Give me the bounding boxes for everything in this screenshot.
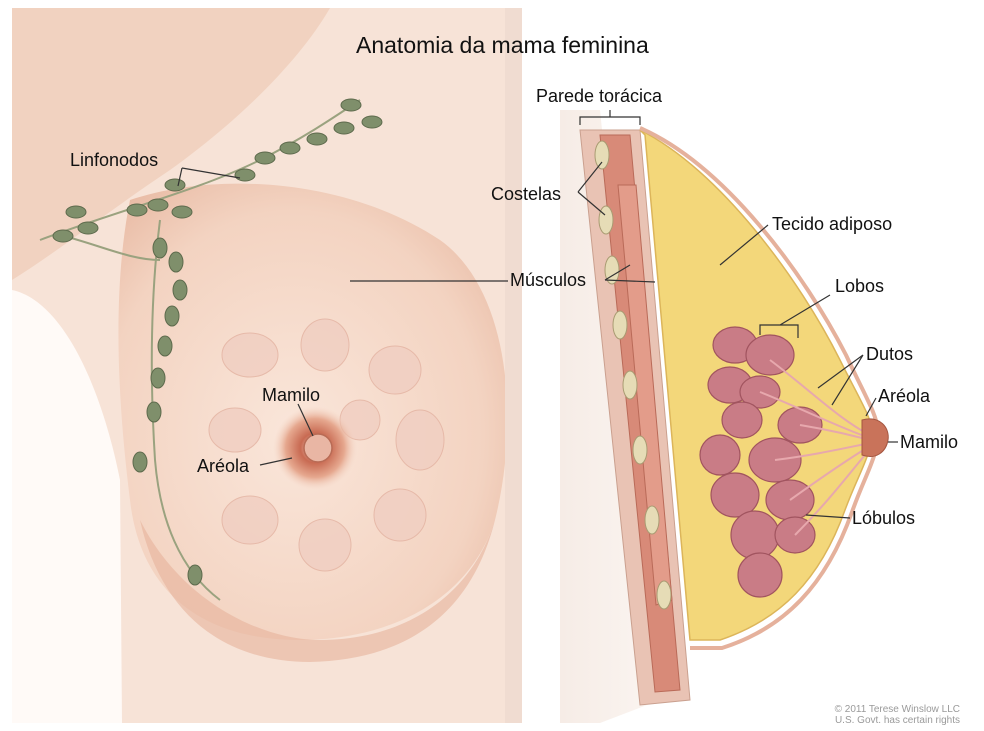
label-mamilo-right: Mamilo bbox=[900, 432, 958, 452]
frontal-view bbox=[12, 8, 522, 723]
label-dutos: Dutos bbox=[866, 344, 913, 364]
panel-divider-shadow bbox=[505, 8, 522, 723]
copyright-line-1: © 2011 Terese Winslow LLC bbox=[835, 704, 960, 715]
label-musculos: Músculos bbox=[510, 270, 586, 290]
label-mamilo-left: Mamilo bbox=[262, 385, 320, 405]
label-tecido-adiposo: Tecido adiposo bbox=[772, 214, 892, 234]
label-linfonodos: Linfonodos bbox=[70, 150, 158, 170]
diagram-title: Anatomia da mama feminina bbox=[356, 32, 649, 58]
label-costelas: Costelas bbox=[491, 184, 561, 204]
copyright-line-2: U.S. Govt. has certain rights bbox=[835, 715, 960, 726]
sagittal-view bbox=[522, 8, 972, 723]
label-lobos: Lobos bbox=[835, 276, 884, 296]
label-areola-right: Aréola bbox=[878, 386, 930, 406]
nipple-left bbox=[304, 434, 332, 462]
label-areola-left: Aréola bbox=[197, 456, 249, 476]
label-lobulos: Lóbulos bbox=[852, 508, 915, 528]
label-parede-toracica: Parede torácica bbox=[536, 86, 662, 106]
